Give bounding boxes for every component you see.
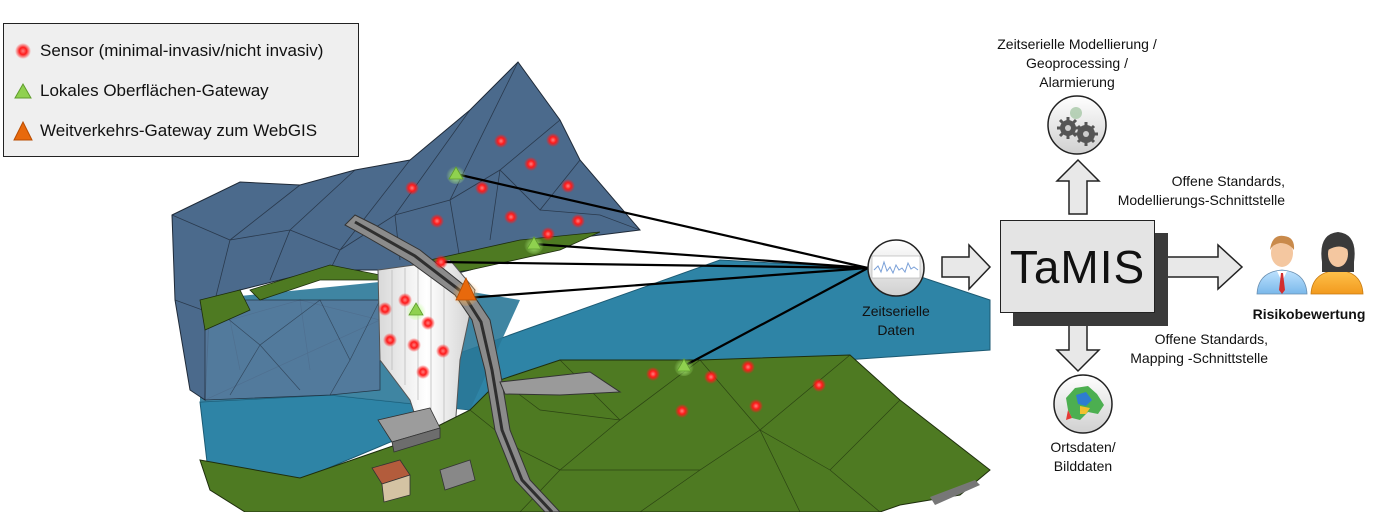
- sensor-marker: [378, 133, 826, 418]
- local-gateway-markers: [406, 164, 694, 376]
- gateway-links: [439, 172, 869, 367]
- legend-local-gateway-label: Lokales Oberflächen-Gateway: [40, 81, 269, 100]
- legend-item-local-gateway: Lokales Oberflächen-Gateway: [12, 76, 269, 106]
- flow-arrows: [941, 158, 1244, 373]
- modeling-label-line2: Geoprocessing /: [1026, 55, 1128, 71]
- timeseries-label-line2: Daten: [877, 322, 915, 338]
- orange-triangle-icon: [12, 120, 34, 142]
- modeling-label: Zeitserielle Modellierung / Geoprocessin…: [967, 35, 1187, 92]
- arrow-to-mapping: [1055, 321, 1101, 373]
- tamis-box: TaMIS: [1000, 220, 1155, 313]
- modeling-label-line3: Alarmierung: [1039, 74, 1115, 90]
- risk-assessment-label: Risikobewertung: [1252, 306, 1366, 322]
- sensor-markers: [378, 133, 826, 418]
- legend: Sensor (minimal-invasiv/nicht invasiv) L…: [3, 23, 359, 157]
- gear-icon: [1047, 95, 1107, 155]
- open-standards-modeling-line1: Offene Standards,: [1171, 173, 1285, 189]
- arrow-to-risk: [1163, 243, 1244, 291]
- legend-item-wide-gateway: Weitverkehrs-Gateway zum WebGIS: [12, 116, 317, 146]
- tamis-label: TaMIS: [1009, 240, 1146, 293]
- open-standards-modeling-line2: Modellierungs-Schnittstelle: [1117, 192, 1285, 208]
- buildings: [371, 407, 476, 503]
- spatial-label-line2: Bilddaten: [1053, 458, 1113, 474]
- timeseries-label: Zeitserielle Daten: [846, 302, 946, 340]
- timeseries-label-line1: Zeitserielle: [862, 303, 930, 319]
- legend-sensor-label: Sensor (minimal-invasiv/nicht invasiv): [40, 41, 324, 60]
- open-standards-mapping-line2: Mapping -Schnittstelle: [1130, 350, 1268, 366]
- spatial-data-label: Ortsdaten/ Bilddaten: [1033, 438, 1133, 476]
- green-triangle-icon: [12, 80, 34, 102]
- open-standards-mapping-line1: Offene Standards,: [1154, 331, 1268, 347]
- persons-icon: [1256, 232, 1364, 295]
- wide-gateway-marker: [452, 277, 480, 306]
- arrow-to-tamis: [941, 243, 992, 291]
- sensor-dot-icon: [12, 40, 34, 62]
- timeseries-icon: [867, 239, 925, 297]
- arrow-to-modeling: [1055, 158, 1101, 215]
- map-icon: [1053, 374, 1113, 434]
- legend-wide-gateway-label: Weitverkehrs-Gateway zum WebGIS: [40, 121, 318, 140]
- modeling-label-line1: Zeitserielle Modellierung /: [997, 36, 1157, 52]
- spatial-label-line1: Ortsdaten/: [1050, 439, 1116, 455]
- legend-item-sensor: Sensor (minimal-invasiv/nicht invasiv): [12, 36, 323, 66]
- open-standards-modeling-label: Offene Standards, Modellierungs-Schnitts…: [1080, 172, 1285, 210]
- open-standards-mapping-label: Offene Standards, Mapping -Schnittstelle: [1080, 330, 1268, 368]
- terrain-model: [171, 61, 991, 512]
